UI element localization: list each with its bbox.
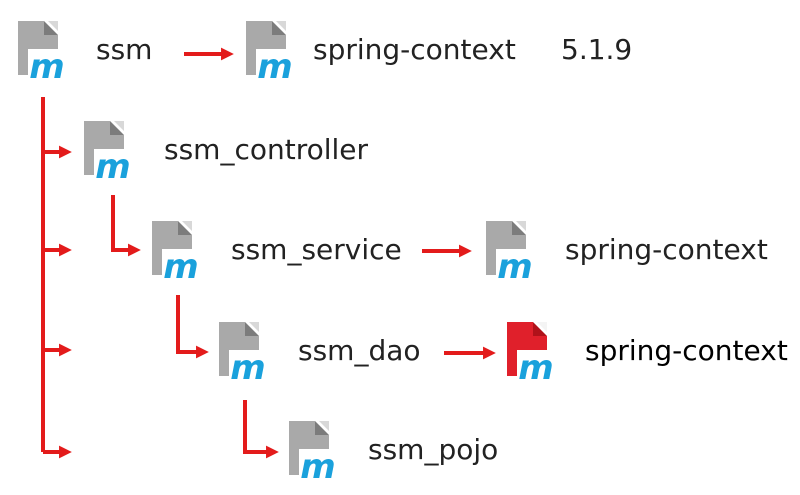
module-label-pojo: ssm_pojo (368, 433, 499, 466)
svg-text:m: m (29, 47, 64, 81)
svg-text:m: m (230, 348, 265, 382)
module-label-service: ssm_service (231, 233, 402, 266)
svg-text:m: m (163, 247, 198, 281)
maven-module-icon: m (18, 21, 68, 81)
maven-module-icon: m (84, 121, 134, 181)
svg-text:m: m (257, 47, 292, 81)
dependency-label-service: spring-context (565, 233, 768, 266)
elbow-arrow-controller-to-service (111, 195, 141, 257)
maven-module-icon: m (152, 221, 202, 281)
maven-module-icon-highlighted: m (507, 322, 557, 382)
maven-module-icon: m (219, 322, 269, 382)
maven-module-icon: m (246, 21, 296, 81)
module-label-ssm: ssm (96, 33, 153, 66)
dependency-version-ssm: 5.1.9 (561, 33, 633, 66)
module-label-dao: ssm_dao (298, 334, 421, 367)
dependency-label-ssm: spring-context (313, 33, 516, 66)
module-label-controller: ssm_controller (164, 133, 369, 166)
elbow-arrow-service-to-dao (176, 295, 209, 359)
maven-module-icon: m (289, 421, 339, 481)
elbow-arrow-dao-to-pojo (243, 400, 279, 459)
svg-text:m: m (95, 147, 130, 181)
dependency-label-dao: spring-context (585, 334, 788, 367)
maven-module-icon: m (486, 221, 536, 281)
svg-text:m: m (300, 447, 335, 481)
svg-text:m: m (518, 348, 553, 382)
svg-text:m: m (497, 247, 532, 281)
